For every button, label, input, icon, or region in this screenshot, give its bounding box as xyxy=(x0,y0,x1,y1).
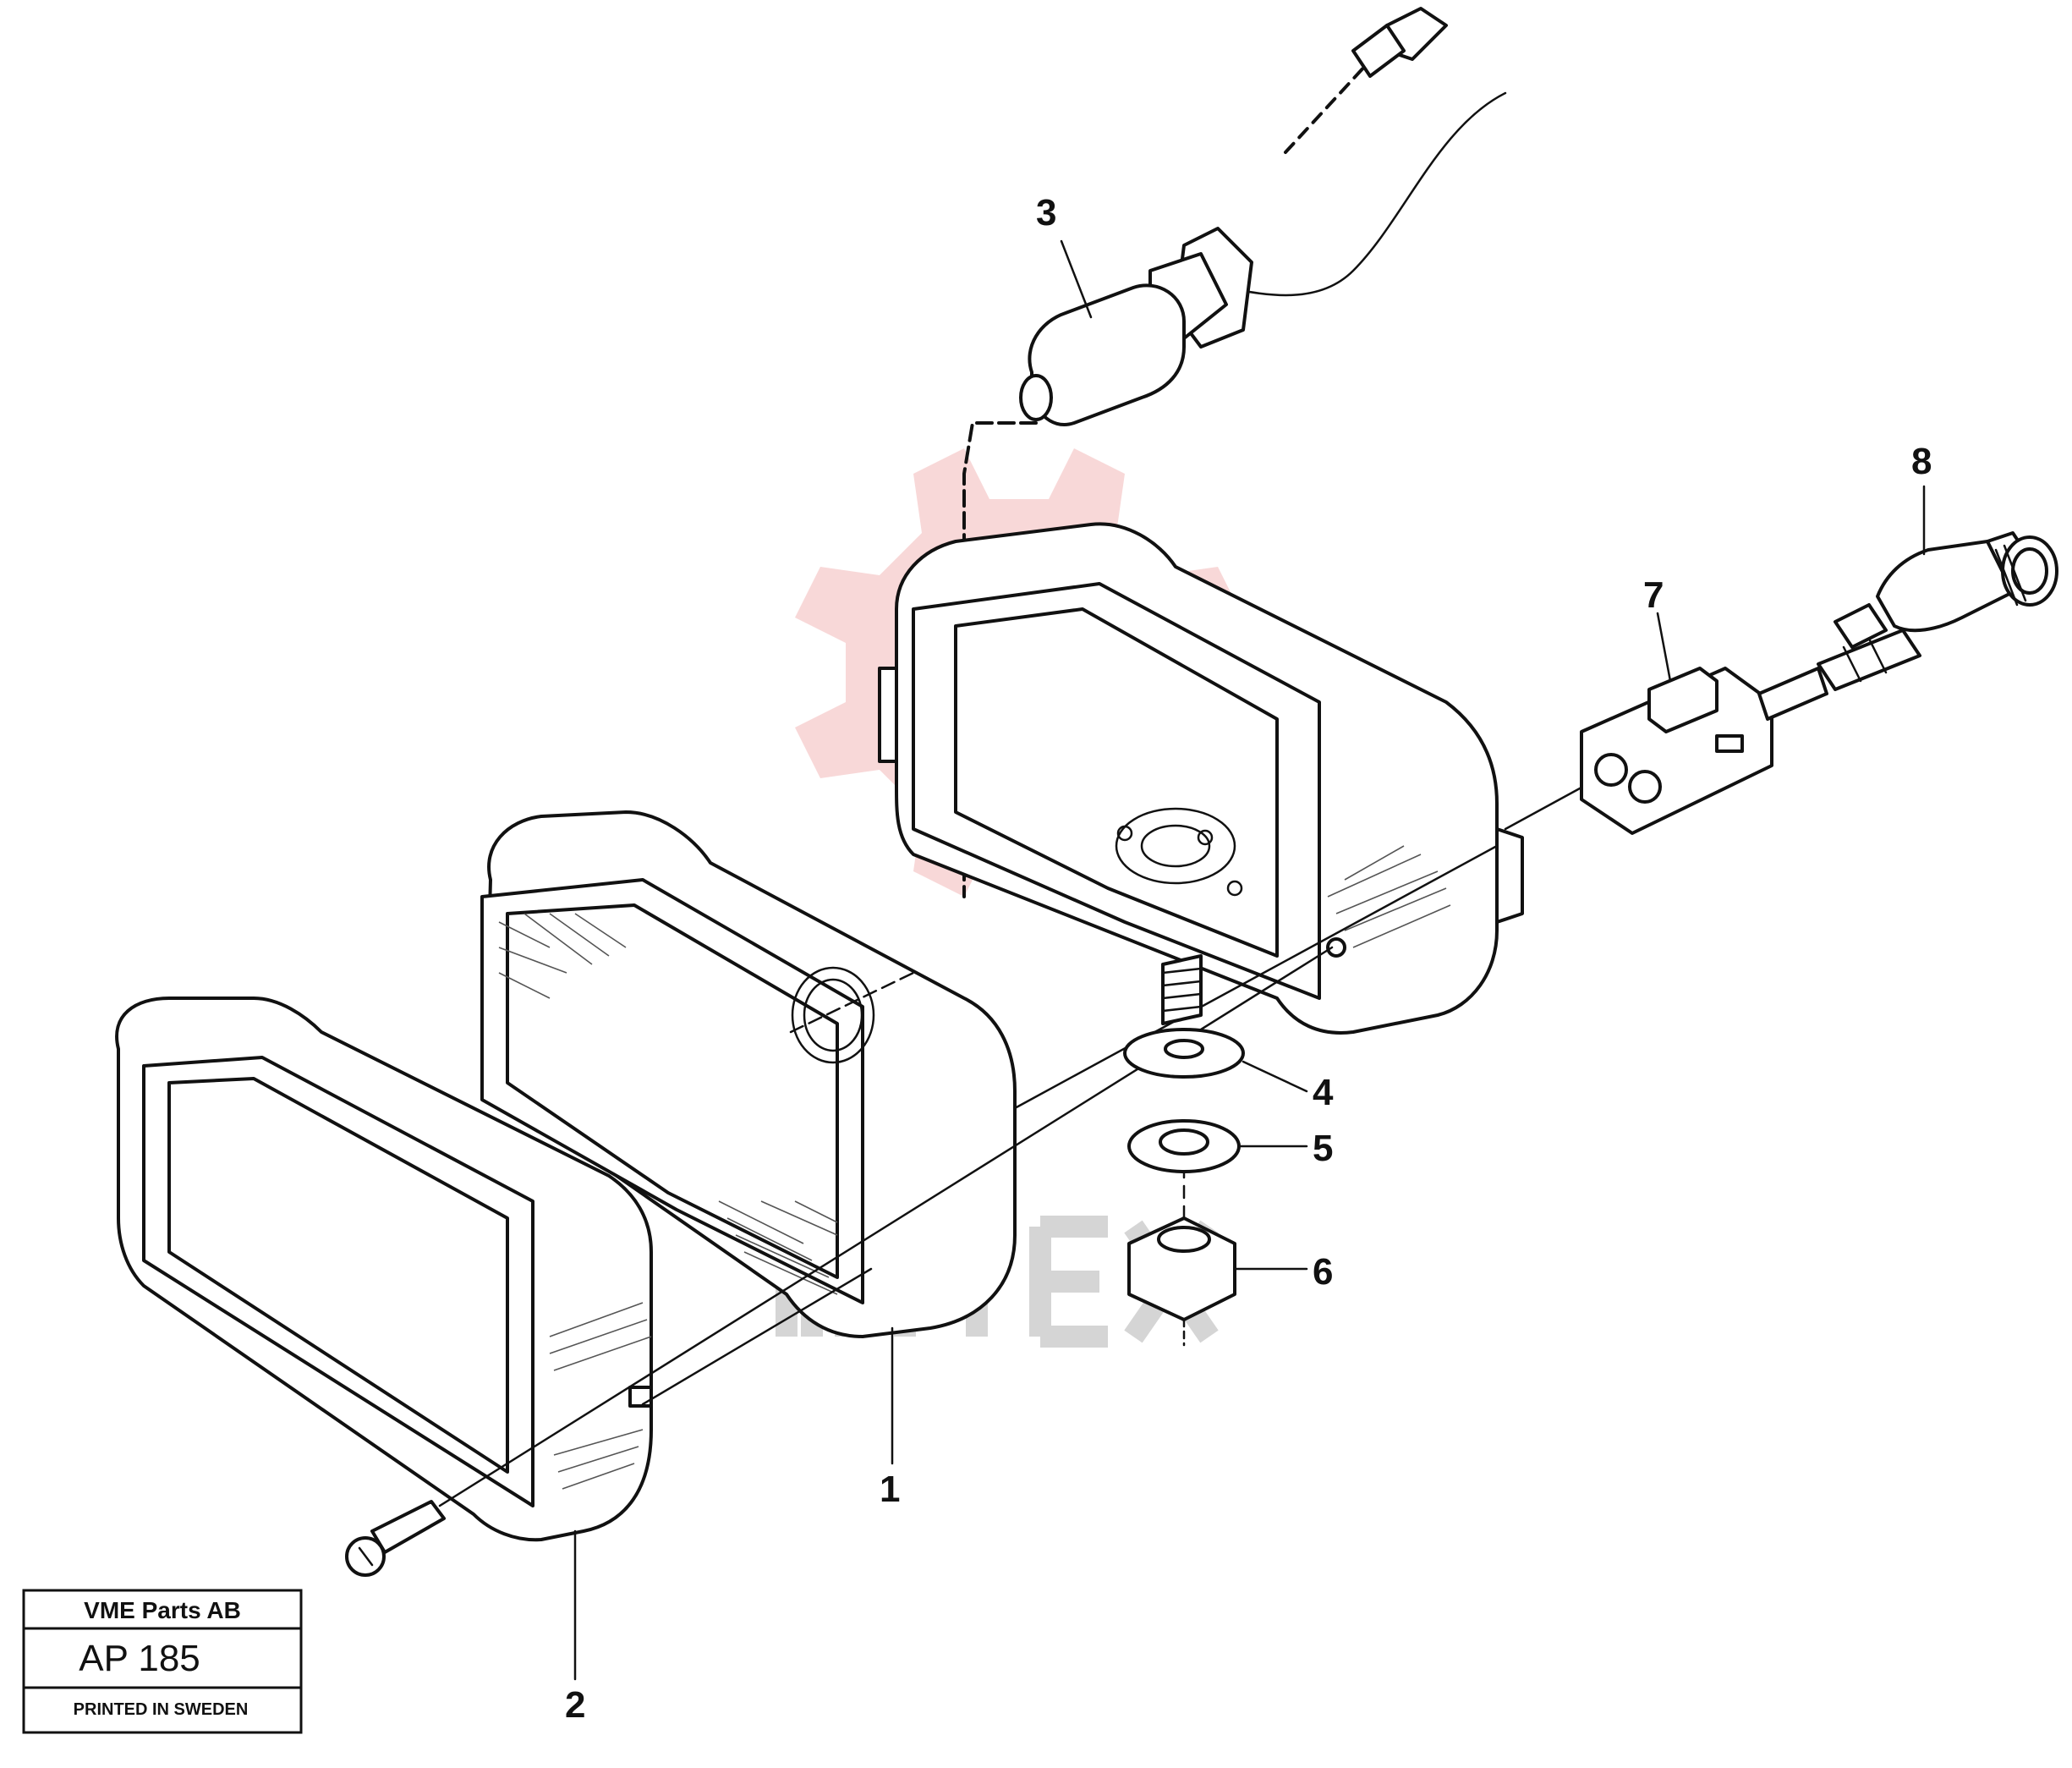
publisher-stamp: VME Parts AB AP 185 PRINTED IN SWEDEN xyxy=(22,1589,303,1734)
callout-5: 5 xyxy=(1313,1128,1333,1169)
part-4-washer xyxy=(1123,1028,1245,1079)
part-6-nut xyxy=(1127,1216,1236,1347)
part-3-bulb-holder xyxy=(962,7,1507,898)
part-2-front-frame xyxy=(115,997,653,1542)
leader-lines xyxy=(573,239,1926,1681)
part-8-elbow-plug xyxy=(1834,531,2058,649)
callout-6: 6 xyxy=(1313,1251,1333,1293)
callouts: 1 2 3 4 5 6 7 8 xyxy=(565,192,1932,1726)
stamp-company: VME Parts AB xyxy=(84,1597,241,1623)
part-7-connector xyxy=(1580,629,1921,835)
stamp-code: AP 185 xyxy=(79,1638,200,1679)
callout-2: 2 xyxy=(565,1684,585,1726)
callout-1: 1 xyxy=(880,1469,900,1510)
stamp-printed: PRINTED IN SWEDEN xyxy=(74,1700,249,1719)
rear-housing xyxy=(878,522,1524,1035)
part-5-washer xyxy=(1127,1119,1241,1173)
callout-4: 4 xyxy=(1313,1072,1334,1113)
stud-bolt xyxy=(1161,954,1203,1220)
callout-8: 8 xyxy=(1911,441,1932,482)
callout-7: 7 xyxy=(1643,574,1664,616)
callout-3: 3 xyxy=(1036,192,1056,233)
part-1-lamp-body xyxy=(480,810,1017,1338)
